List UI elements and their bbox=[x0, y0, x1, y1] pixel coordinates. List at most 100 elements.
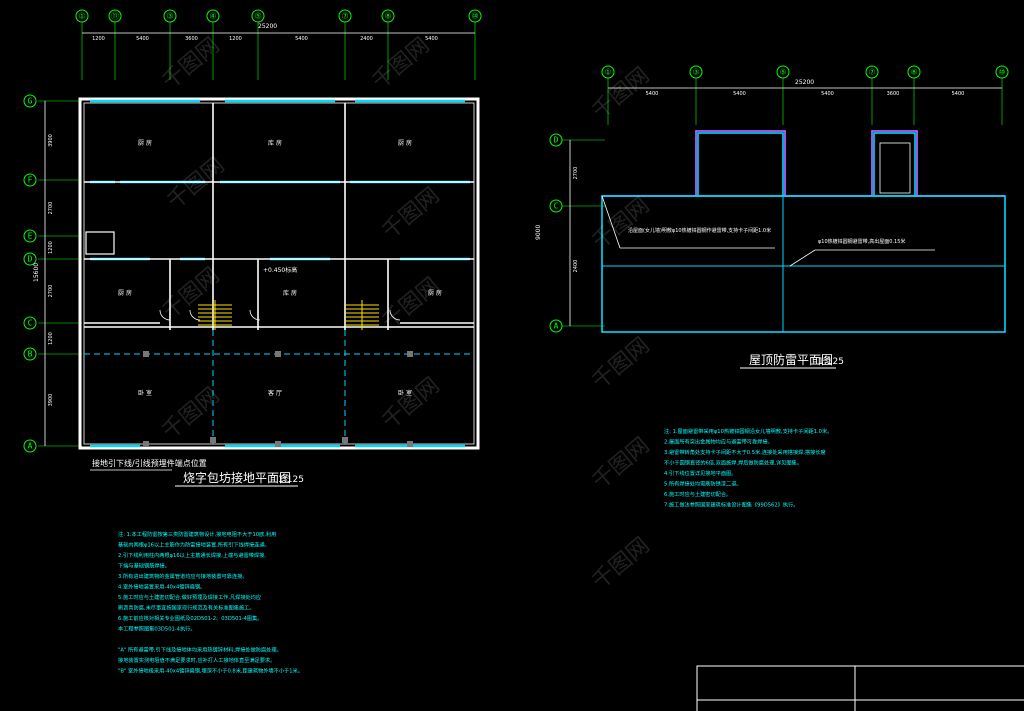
left-axis-circle-top bbox=[108, 9, 122, 23]
right-axis-bubble-left: D bbox=[549, 133, 563, 147]
left-axis-label-top: ⑪ bbox=[111, 12, 119, 21]
left-plan-stamp: 接地引下线/引线预埋件端点位置 bbox=[92, 458, 207, 468]
right-axis-circle-left bbox=[549, 319, 563, 333]
left-plan-dim-total-vertical: 15600 bbox=[33, 263, 40, 282]
left-axis-label-left: C bbox=[28, 319, 33, 328]
left-column bbox=[143, 351, 149, 357]
notes-right-line: 6.施工时应与土建密切配合。 bbox=[664, 490, 731, 498]
left-axis-bubble-left: G bbox=[23, 94, 37, 108]
left-column bbox=[407, 441, 413, 447]
left-dim-text-top: 1200 bbox=[229, 36, 242, 42]
right-axis-label-top: ⑧ bbox=[910, 68, 917, 77]
left-dim-text-top: 5400 bbox=[295, 36, 308, 42]
left-axis-label-left: A bbox=[28, 442, 33, 451]
left-dim-text-top: 5400 bbox=[425, 36, 438, 42]
left-axis-label-top: ⑧ bbox=[384, 12, 391, 21]
right-axis-bubble-left: C bbox=[549, 199, 563, 213]
notes-left-line: "A" 所有避雷带,引下线及接地体均采用热镀锌材料,焊接处做防腐处理。 bbox=[118, 646, 282, 654]
left-axis-label-top: ④ bbox=[209, 12, 216, 21]
left-column bbox=[210, 437, 216, 443]
right-axis-label-top: ① bbox=[604, 68, 611, 77]
left-axis-label-top: ① bbox=[78, 12, 85, 21]
right-stair-penthouse-2 bbox=[873, 132, 916, 197]
watermark-text: 千图网 bbox=[588, 533, 655, 595]
right-plan-callout-2: φ10热镀锌圆钢避雷带,高出屋面0.15米 bbox=[818, 238, 905, 245]
notes-right-line: 3.避雷带转角处支持卡子间距不大于0.5米,连接处采用搭接焊,搭接长度 bbox=[664, 448, 826, 456]
right-axis-circle-top bbox=[995, 65, 1009, 79]
left-axis-circle-left bbox=[23, 439, 37, 453]
left-axis-circle-left bbox=[23, 173, 37, 187]
notes-right: 注: 1.屋面避雷带采用φ10热镀锌圆钢沿女儿墙明敷,支持卡子间距1.0米。 2… bbox=[664, 427, 832, 509]
left-axis-bubble-top: ④ bbox=[206, 9, 220, 23]
left-axis-circle-left bbox=[23, 94, 37, 108]
left-stair bbox=[345, 300, 379, 330]
left-dim-text-top: 3600 bbox=[185, 36, 198, 42]
right-axis-circle-top bbox=[601, 65, 615, 79]
left-room-label: 厨 房 bbox=[398, 139, 412, 147]
notes-left-line: 接地装置实测电阻值不满足要求时,应补打人工接地体直至满足要求。 bbox=[118, 656, 275, 664]
right-axis-circle-left bbox=[549, 199, 563, 213]
left-room-label: 库 房 bbox=[283, 289, 297, 297]
notes-left-line: 5.施工时应与土建密切配合,做好预埋及焊接工作,凡焊接处均应 bbox=[118, 593, 261, 601]
notes-left-line: 注: 1.本工程防雷按第三类防雷建筑物设计,接地电阻不大于10欧,利用 bbox=[118, 530, 276, 538]
left-column bbox=[342, 437, 348, 443]
left-axis-circle-left bbox=[23, 229, 37, 243]
left-axis-circle-top bbox=[206, 9, 220, 23]
left-axis-bubble-left: B bbox=[23, 347, 37, 361]
left-axis-bubble-left: A bbox=[23, 439, 37, 453]
left-axis-label-left: F bbox=[28, 176, 33, 185]
watermark-text: 千图网 bbox=[588, 333, 655, 395]
watermark-text: 千图网 bbox=[368, 33, 435, 95]
left-axis-circle-top bbox=[75, 9, 89, 23]
left-room-label: 卧 室 bbox=[138, 389, 152, 397]
right-axis-label-top: ⑩ bbox=[998, 68, 1005, 77]
left-column bbox=[275, 441, 281, 447]
left-small-room bbox=[85, 231, 115, 255]
left-axis-circle-left bbox=[23, 316, 37, 330]
left-axis-label-left: G bbox=[28, 97, 33, 106]
notes-left-line: 3.所有进出建筑物的金属管道均应与接地装置可靠连接。 bbox=[118, 572, 247, 580]
left-dim-text-top: 5400 bbox=[136, 36, 149, 42]
watermark-text: 千图网 bbox=[588, 433, 655, 495]
left-axis-circle-top bbox=[251, 9, 265, 23]
right-axis-bubble-top: ⑩ bbox=[995, 65, 1009, 79]
left-axis-bubble-top: ③ bbox=[163, 9, 177, 23]
left-door-swing bbox=[249, 309, 261, 321]
left-axis-label-left: E bbox=[28, 232, 33, 241]
left-outer-wall bbox=[78, 97, 480, 450]
right-dim-text-left: 2700 bbox=[573, 167, 579, 180]
watermark-text: 千图网 bbox=[158, 33, 225, 95]
notes-left-line: 基础内两根φ16以上主筋作为防雷接地装置,所有引下线焊接连通。 bbox=[118, 541, 270, 549]
right-axis-label-top: ⑤ bbox=[779, 68, 786, 77]
left-axis-circle-top bbox=[163, 9, 177, 23]
left-axis-label-top: ⑤ bbox=[254, 12, 261, 21]
watermark-text: 千图网 bbox=[378, 183, 445, 245]
notes-left-line: 2.引下线利用柱内两根φ16以上主筋通长焊接,上端与避雷带焊接, bbox=[118, 551, 266, 559]
right-axis-bubble-top: ⑤ bbox=[776, 65, 790, 79]
right-roof-outline bbox=[601, 195, 1006, 333]
notes-left-line: "B" 室外接地极采用-40x4镀锌扁钢,埋深不小于0.8米,距建筑物外墙不小于… bbox=[118, 667, 303, 675]
watermark-text: 千图网 bbox=[588, 193, 655, 255]
right-plan-callout-1: 沿屋面(女儿墙)明敷φ10热镀锌圆钢作避雷带,支持卡子间距1.0米 bbox=[628, 227, 771, 234]
left-door-swing bbox=[389, 309, 401, 321]
notes-right-line: 注: 1.屋面避雷带采用φ10热镀锌圆钢沿女儿墙明敷,支持卡子间距1.0米。 bbox=[664, 427, 832, 435]
left-dim-text-left: 1200 bbox=[48, 332, 54, 345]
notes-right-line: 不小于圆钢直径的6倍,双面施焊,焊后做防腐处理,详见图集。 bbox=[664, 459, 802, 467]
right-leader-2 bbox=[789, 249, 816, 267]
right-dim-text-top: 5400 bbox=[821, 91, 834, 97]
title-block bbox=[696, 665, 1024, 711]
left-door-swing bbox=[189, 309, 201, 321]
left-axis-bubble-left: F bbox=[23, 173, 37, 187]
watermark-text: 千图网 bbox=[378, 373, 445, 435]
notes-left: 注: 1.本工程防雷按第三类防雷建筑物设计,接地电阻不大于10欧,利用 基础内两… bbox=[118, 530, 303, 675]
left-dim-text-top: 2400 bbox=[360, 36, 373, 42]
left-room-label: 厨 房 bbox=[138, 139, 152, 147]
left-plan-callout: +0.450标高 bbox=[263, 266, 297, 274]
right-plan-scale: 1:125 bbox=[818, 357, 844, 367]
right-penthouse-inner bbox=[879, 142, 911, 194]
notes-left-line: 4.室外接地装置采用-40x4镀锌扁钢。 bbox=[118, 583, 205, 591]
left-axis-bubble-left: C bbox=[23, 316, 37, 330]
left-room-label: 厨 房 bbox=[118, 289, 132, 297]
